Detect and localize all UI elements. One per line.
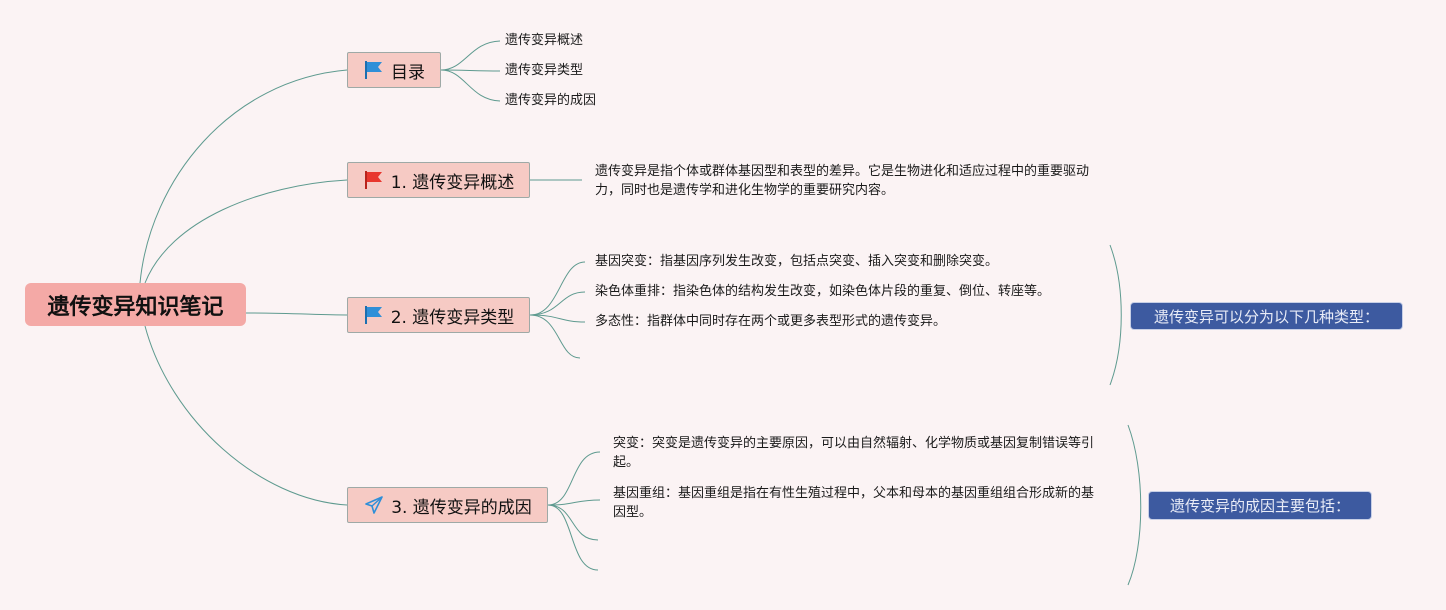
connector-types-2 — [529, 291, 586, 316]
blue-flag-icon — [363, 59, 385, 81]
red-flag-icon — [363, 169, 385, 191]
types-item-1[interactable]: 基因突变：指基因序列发生改变，包括点突变、插入突变和删除突变。 — [595, 254, 999, 269]
branch-overview[interactable]: 1. 遗传变异概述 — [347, 162, 530, 198]
connector-root-toc — [139, 69, 348, 284]
types-summary-bracket — [1109, 244, 1122, 386]
toc-item-3[interactable]: 遗传变异的成因 — [505, 93, 597, 108]
connector-types-3 — [529, 314, 586, 323]
toc-item-2[interactable]: 遗传变异类型 — [505, 63, 584, 78]
connector-root-types — [245, 312, 348, 316]
connector-root-overview — [144, 179, 348, 284]
paper-plane-icon — [363, 494, 385, 516]
connector-types-4 — [529, 314, 581, 359]
causes-summary[interactable]: 遗传变异的成因主要包括： — [1148, 491, 1372, 520]
causes-summary-bracket — [1127, 424, 1142, 586]
blue-flag-icon — [363, 304, 385, 326]
connector-toc-3 — [440, 69, 501, 102]
branch-causes-label: 3. 遗传变异的成因 — [391, 497, 532, 518]
root-topic-label: 遗传变异知识笔记 — [47, 294, 224, 320]
root-topic[interactable]: 遗传变异知识笔记 — [25, 283, 246, 326]
connector-toc-1 — [440, 40, 501, 71]
connector-causes-1 — [547, 451, 601, 506]
causes-summary-label: 遗传变异的成因主要包括： — [1169, 497, 1350, 515]
branch-toc-label: 目录 — [391, 62, 425, 83]
types-summary[interactable]: 遗传变异可以分为以下几种类型： — [1130, 302, 1403, 330]
connector-root-causes — [144, 325, 348, 506]
connector-causes-3 — [547, 504, 599, 541]
connector-types-1 — [529, 261, 586, 316]
overview-text[interactable]: 遗传变异是指个体或群体基因型和表型的差异。它是生物进化和适应过程中的重要驱动力，… — [595, 164, 1090, 198]
connector-causes-2 — [547, 499, 601, 506]
connector-causes-4 — [547, 504, 599, 571]
causes-item-2[interactable]: 基因重组：基因重组是指在有性生殖过程中，父本和母本的基因重组组合形成新的基因型。 — [613, 486, 1095, 520]
branch-overview-label: 1. 遗传变异概述 — [390, 172, 515, 193]
types-item-2[interactable]: 染色体重排：指染色体的结构发生改变，如染色体片段的重复、倒位、转座等。 — [595, 284, 1051, 299]
branch-types[interactable]: 2. 遗传变异类型 — [347, 297, 530, 333]
connector-toc-2 — [440, 69, 501, 72]
branch-toc[interactable]: 目录 — [347, 52, 441, 88]
types-item-3[interactable]: 多态性：指群体中同时存在两个或更多表型形式的遗传变异。 — [595, 314, 947, 329]
branch-types-label: 2. 遗传变异类型 — [390, 307, 515, 328]
types-summary-label: 遗传变异可以分为以下几种类型： — [1153, 307, 1379, 326]
causes-item-1[interactable]: 突变：突变是遗传变异的主要原因，可以由自然辐射、化学物质或基因复制错误等引起。 — [613, 436, 1095, 470]
branch-causes[interactable]: 3. 遗传变异的成因 — [347, 487, 548, 523]
toc-item-1[interactable]: 遗传变异概述 — [505, 33, 584, 48]
